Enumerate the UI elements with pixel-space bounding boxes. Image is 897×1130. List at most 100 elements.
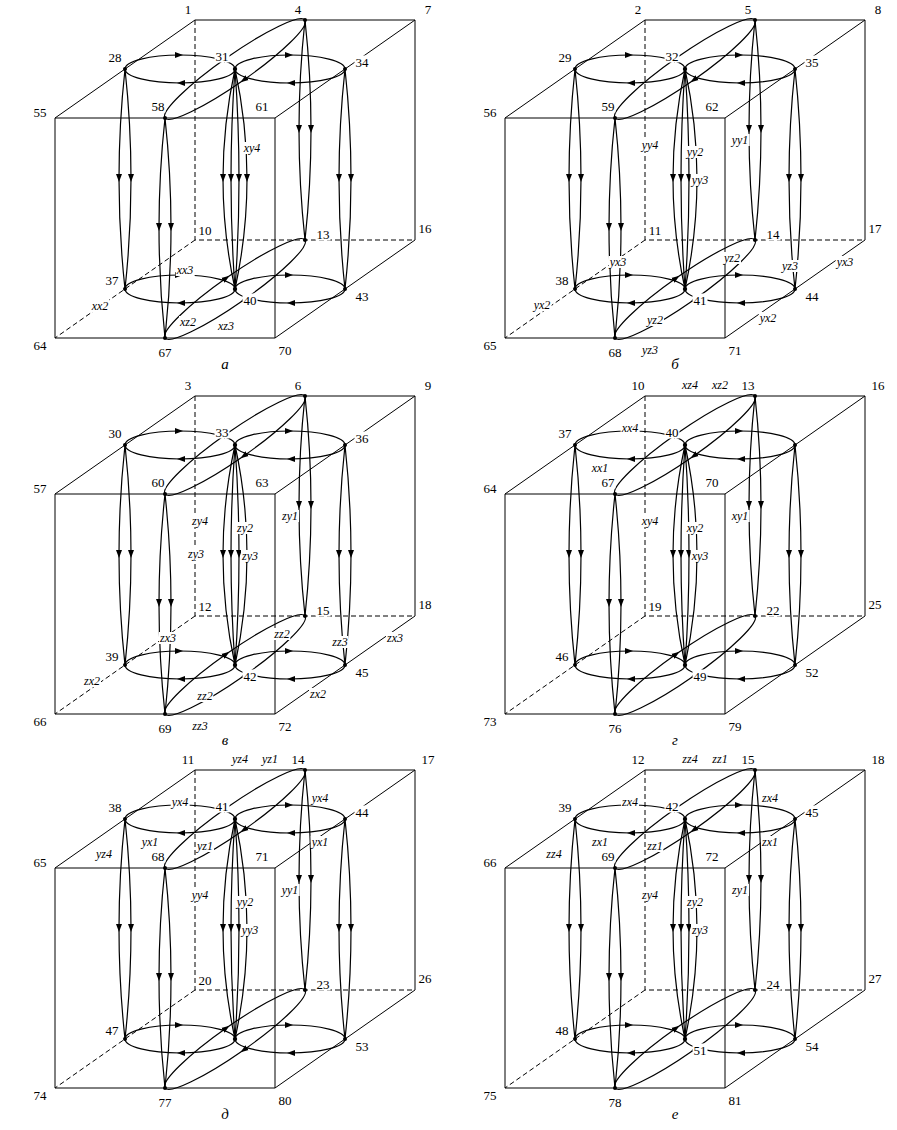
point-number: 79: [728, 720, 743, 733]
index-label: xz3: [217, 320, 235, 332]
index-label: yx1: [141, 836, 160, 848]
point-number: 38: [555, 274, 570, 287]
index-label: xy3: [691, 550, 710, 562]
point-number: 73: [483, 715, 498, 728]
point-number: 65: [483, 339, 498, 352]
point-number: 7: [424, 3, 433, 16]
point-number: 38: [108, 801, 123, 814]
index-label: yy3: [691, 174, 710, 186]
index-label: yx4: [311, 792, 330, 804]
panel-letter: а: [220, 357, 230, 372]
point-number: 37: [105, 274, 120, 287]
point-number: 24: [766, 978, 781, 991]
point-number: 66: [33, 715, 48, 728]
index-label: zy3: [187, 548, 205, 560]
point-number: 12: [198, 600, 213, 613]
index-label: zx2: [83, 675, 101, 687]
panel-letter: г: [671, 733, 679, 748]
point-number: 26: [418, 972, 433, 985]
point-number: 63: [255, 476, 270, 489]
index-label: yy3: [241, 924, 260, 936]
index-label: yx3: [609, 256, 628, 268]
index-label: xx2: [91, 300, 110, 312]
index-label: xy4: [641, 515, 660, 527]
point-number: 4: [294, 3, 303, 16]
point-number: 13: [316, 228, 331, 241]
index-label: yx3: [836, 256, 855, 268]
index-label: zy2: [686, 896, 704, 908]
point-number: 71: [255, 850, 270, 863]
index-label: yz3: [641, 344, 659, 356]
point-number: 70: [278, 344, 293, 357]
point-number: 68: [151, 850, 166, 863]
point-number: 32: [665, 50, 680, 63]
point-number: 19: [648, 600, 663, 613]
index-label: zy3: [691, 924, 709, 936]
index-label: zx3: [159, 632, 177, 644]
point-number: 30: [108, 427, 123, 440]
point-number: 18: [418, 598, 433, 611]
point-number: 77: [158, 1096, 173, 1109]
point-number: 41: [693, 294, 708, 307]
index-label: zz3: [331, 636, 348, 648]
point-number: 15: [741, 753, 756, 766]
index-label: yz4: [231, 753, 249, 765]
point-number: 2: [634, 3, 643, 16]
point-number: 46: [555, 650, 570, 663]
index-label: yz4: [95, 848, 113, 860]
point-number: 8: [874, 3, 883, 16]
point-number: 65: [33, 856, 48, 869]
point-number: 10: [198, 224, 213, 237]
point-number: 67: [601, 476, 616, 489]
point-number: 61: [255, 100, 270, 113]
point-number: 78: [608, 1096, 623, 1109]
index-label: zy4: [641, 889, 659, 901]
point-number: 9: [424, 379, 433, 392]
point-number: 60: [151, 476, 166, 489]
point-number: 49: [693, 670, 708, 683]
point-number: 1: [184, 3, 193, 16]
index-label: zx4: [621, 796, 639, 808]
index-label: yy4: [191, 889, 210, 901]
point-number: 10: [631, 379, 646, 392]
point-number: 64: [483, 482, 498, 495]
index-label: zx2: [309, 688, 327, 700]
point-number: 45: [805, 806, 820, 819]
point-number: 58: [151, 100, 166, 113]
index-label: zy1: [731, 884, 749, 896]
point-number: 52: [805, 666, 820, 679]
index-label: zz1: [646, 840, 663, 852]
cube-panel: [505, 768, 865, 1090]
cube-panel: [55, 18, 415, 340]
point-number: 13: [741, 379, 756, 392]
cube-panel: [505, 18, 865, 340]
point-number: 62: [705, 100, 720, 113]
point-number: 11: [648, 224, 663, 237]
index-label: zx4: [761, 792, 779, 804]
index-label: yz3: [781, 260, 799, 272]
point-number: 33: [215, 426, 230, 439]
point-number: 40: [665, 426, 680, 439]
index-label: zz2: [196, 690, 213, 702]
point-number: 59: [601, 100, 616, 113]
point-number: 45: [355, 666, 370, 679]
point-number: 66: [483, 856, 498, 869]
point-number: 68: [608, 346, 623, 359]
index-label: yy2: [686, 146, 705, 158]
cube-panel: [505, 394, 865, 716]
index-label: xz2: [711, 379, 729, 391]
point-number: 5: [744, 3, 753, 16]
index-label: zy2: [236, 522, 254, 534]
point-number: 16: [871, 379, 886, 392]
point-number: 14: [766, 228, 781, 241]
point-number: 42: [243, 670, 258, 683]
index-label: xy2: [686, 522, 705, 534]
index-label: yy2: [236, 896, 255, 908]
point-number: 57: [33, 482, 48, 495]
point-number: 28: [108, 51, 123, 64]
point-number: 69: [601, 850, 616, 863]
point-number: 40: [243, 294, 258, 307]
index-label: yy1: [281, 884, 300, 896]
index-label: zz4: [545, 848, 562, 860]
